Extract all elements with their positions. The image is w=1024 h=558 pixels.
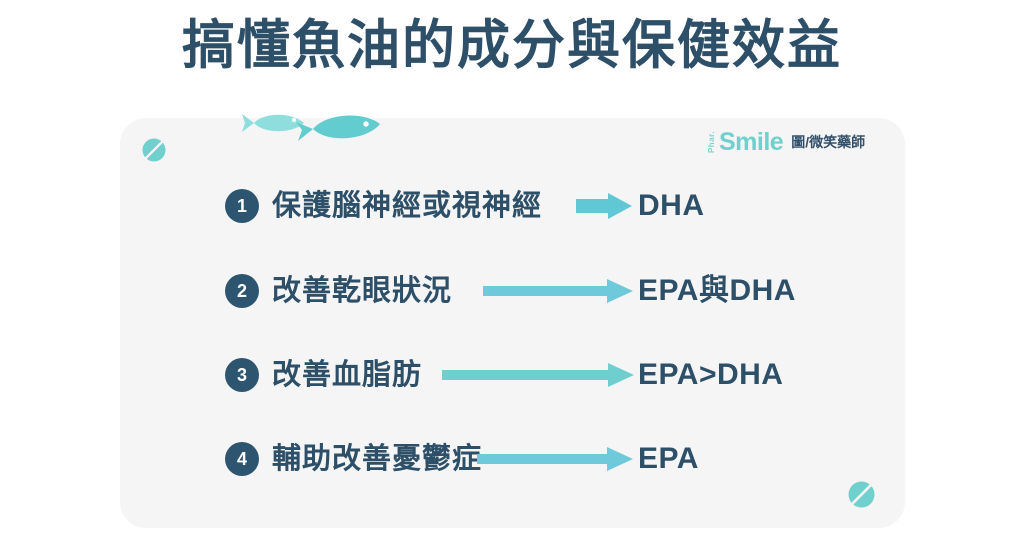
result-label: EPA [638,442,699,475]
fish-icon-large [296,115,380,141]
benefit-row: 2 改善乾眼狀況 EPA與DHA [120,269,905,313]
benefit-row: 3 改善血脂肪 EPA>DHA [120,353,905,397]
result-label: EPA與DHA [638,274,796,307]
pill-icon [142,138,166,162]
fish-icon-small [242,114,304,132]
logo-prefix-text: Phar. [706,130,716,154]
arrow-right-icon [483,278,633,304]
fish-decoration-group [228,96,388,152]
row-number-badge: 1 [225,189,259,223]
benefit-label: 改善乾眼狀況 [272,274,453,307]
arrow-right-icon [576,193,632,219]
pill-icon [848,481,875,508]
page-title: 搞懂魚油的成分與保健效益 [182,16,842,75]
benefit-label: 保護腦神經或視神經 [272,189,543,222]
logo-brand-text: Smile [719,127,784,156]
benefit-label: 改善血脂肪 [272,358,423,391]
row-number-badge: 3 [225,358,259,392]
brand-logo: Phar. Smile 圖/微笑藥師 [706,127,866,156]
benefit-row: 1 保護腦神經或視神經 DHA [120,184,905,228]
content-card: Phar. Smile 圖/微笑藥師 1 保護腦神經或視神經 DHA 2 改善乾… [120,118,905,528]
result-label: DHA [638,189,705,222]
row-number-badge: 4 [225,442,259,476]
logo-credit-text: 圖/微笑藥師 [791,134,866,150]
arrow-right-icon [477,446,633,472]
arrow-right-icon [442,362,634,388]
result-label: EPA>DHA [638,358,784,391]
row-number-badge: 2 [225,274,259,308]
benefit-row: 4 輔助改善憂鬱症 EPA [120,437,905,481]
benefit-label: 輔助改善憂鬱症 [272,442,483,475]
